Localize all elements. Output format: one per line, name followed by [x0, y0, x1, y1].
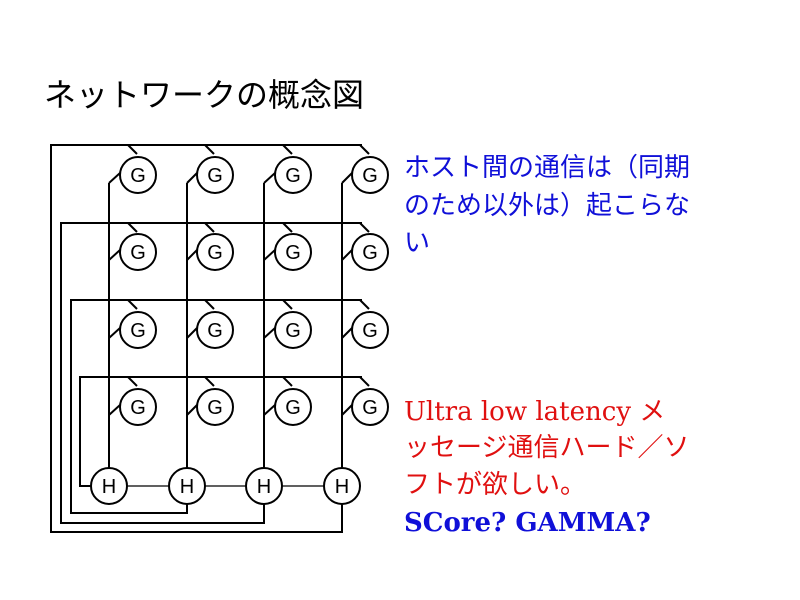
gateway-node [119, 311, 157, 349]
gateway-row-link [282, 144, 293, 155]
gateway-node [351, 388, 389, 426]
host-node [245, 467, 283, 505]
gateway-column-link [341, 327, 353, 339]
gateway-label: G [207, 320, 223, 342]
gateway-label: G [285, 242, 301, 264]
gateway-label: G [130, 397, 146, 419]
row-bus-3 [70, 299, 362, 514]
gateway-label: G [207, 397, 223, 419]
gateway-row-link [204, 144, 215, 155]
gateway-node [119, 156, 157, 194]
gateway-label: G [362, 320, 378, 342]
gateway-row-link [204, 222, 215, 233]
gateway-column-link [341, 172, 353, 184]
gateway-column-link [108, 249, 121, 261]
gateway-label: G [130, 165, 146, 187]
gateway-column-link [186, 327, 198, 339]
gateway-node [274, 311, 312, 349]
gateway-label: G [362, 242, 378, 264]
gateway-node [351, 233, 389, 271]
gateway-column-link [108, 404, 121, 416]
host-label: H [180, 476, 194, 498]
gateway-column-link [263, 404, 276, 416]
note-red-line-2: ッセージ通信ハード／ソ [404, 433, 690, 463]
gateway-node [351, 311, 389, 349]
gateway-node [274, 388, 312, 426]
gateway-column-link [108, 172, 121, 184]
gateway-column-link [186, 404, 198, 416]
gateway-column-link [186, 172, 198, 184]
gateway-node [196, 156, 234, 194]
note-blue-line-1: ホスト間の通信は（同期 [404, 153, 691, 183]
row-bus-1 [50, 144, 362, 533]
gateway-row-link [282, 299, 293, 310]
question-text: SCore? GAMMA? [404, 508, 651, 538]
gateway-node [351, 156, 389, 194]
gateway-label: G [362, 397, 378, 419]
gateway-column-link [108, 327, 121, 339]
row-bus-2 [60, 222, 362, 524]
gateway-node [196, 311, 234, 349]
gateway-label: G [285, 397, 301, 419]
gateway-label: G [130, 242, 146, 264]
gateway-column-link [341, 249, 353, 261]
gateway-node [274, 233, 312, 271]
gateway-node [119, 388, 157, 426]
gateway-node [119, 233, 157, 271]
host-node [323, 467, 361, 505]
note-red-line-3: フトが欲しい。 [404, 470, 587, 500]
gateway-row-link [127, 144, 138, 155]
gateway-column-link [263, 172, 276, 184]
gateway-label: G [285, 165, 301, 187]
gateway-label: G [285, 320, 301, 342]
host-label: H [102, 476, 116, 498]
row-bus-4 [79, 376, 362, 487]
gateway-label: G [207, 165, 223, 187]
gateway-node [196, 388, 234, 426]
gateway-row-link [359, 222, 370, 233]
gateway-node [196, 233, 234, 271]
gateway-row-link [359, 299, 370, 310]
gateway-row-link [359, 144, 370, 155]
gateway-row-link [204, 299, 215, 310]
gateway-column-link [341, 404, 353, 416]
gateway-column-link [263, 327, 276, 339]
host-node [168, 467, 206, 505]
gateway-row-link [359, 376, 370, 387]
note-blue-line-3: い [404, 228, 431, 258]
gateway-column-link [186, 249, 198, 261]
gateway-label: G [130, 320, 146, 342]
gateway-label: G [362, 165, 378, 187]
gateway-row-link [282, 222, 293, 233]
host-label: H [335, 476, 349, 498]
host-label: H [257, 476, 271, 498]
gateway-column-link [263, 249, 276, 261]
gateway-row-link [204, 376, 215, 387]
host-node [90, 467, 128, 505]
gateway-row-link [282, 376, 293, 387]
gateway-row-link [127, 299, 138, 310]
gateway-row-link [127, 376, 138, 387]
gateway-row-link [127, 222, 138, 233]
gateway-node [274, 156, 312, 194]
gateway-label: G [207, 242, 223, 264]
slide-title: ネットワークの概念図 [44, 76, 365, 114]
note-blue-line-2: のため以外は）起こらな [404, 191, 691, 221]
note-red-line-1: Ultra low latency メ [404, 397, 666, 427]
